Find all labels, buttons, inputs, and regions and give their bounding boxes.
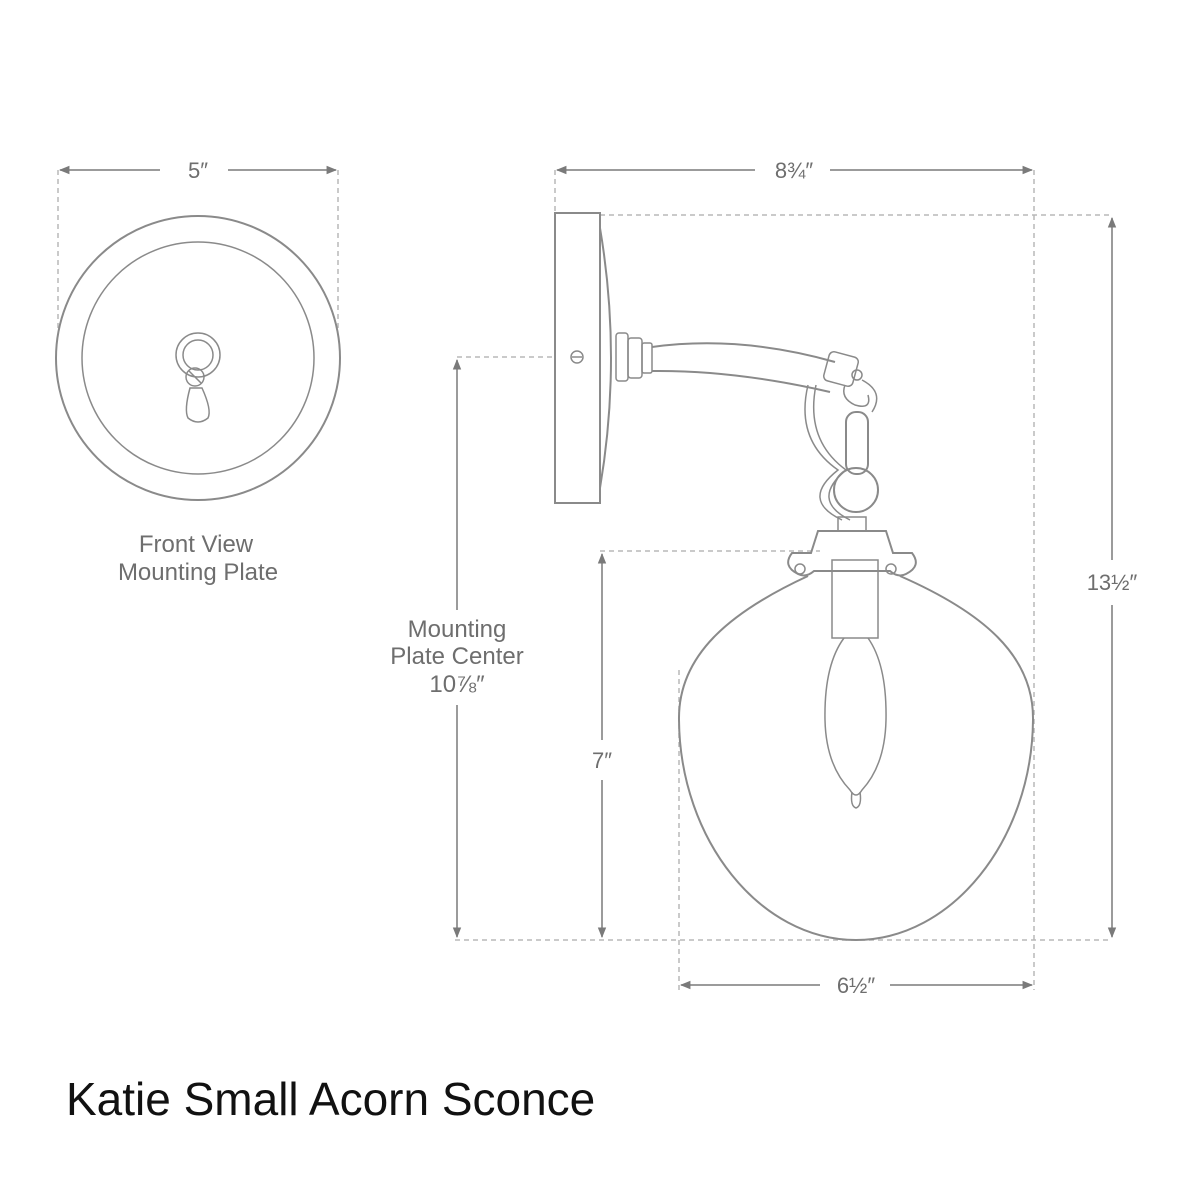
- front-view-caption-line1: Front View: [139, 531, 254, 558]
- mounting-center-label-line1: Mounting: [408, 616, 507, 643]
- acorn-glass-shade: [677, 575, 1035, 942]
- wall-backplate: [554, 212, 612, 504]
- overall-height-label: 13½″: [1087, 570, 1138, 595]
- mounting-plate-knob-icon: [175, 332, 221, 423]
- product-title: Katie Small Acorn Sconce: [66, 1073, 596, 1125]
- side-width-label: 8¾″: [775, 158, 814, 183]
- sconce-arm: [615, 332, 863, 393]
- mounting-plate-inner-ring: [81, 241, 315, 475]
- shade-width-label: 6½″: [837, 973, 876, 998]
- mounting-plate-outer-ring: [55, 215, 341, 501]
- shade-height-label: 7″: [592, 748, 612, 773]
- side-view: 8¾″ 13½″ Mounting Plate Center 10⅞″ 7″ 6…: [390, 158, 1137, 998]
- hanging-chain: [804, 379, 879, 521]
- mounting-center-value: 10⅞″: [429, 671, 485, 698]
- shade-cap: [787, 516, 917, 577]
- mounting-center-label-line2: Plate Center: [390, 643, 523, 670]
- front-view-mounting-plate: 5″ Front View Mounting Plate: [55, 158, 341, 586]
- bulb-icon: [824, 559, 887, 809]
- front-view-width-label: 5″: [188, 158, 208, 183]
- front-view-caption-line2: Mounting Plate: [118, 559, 278, 586]
